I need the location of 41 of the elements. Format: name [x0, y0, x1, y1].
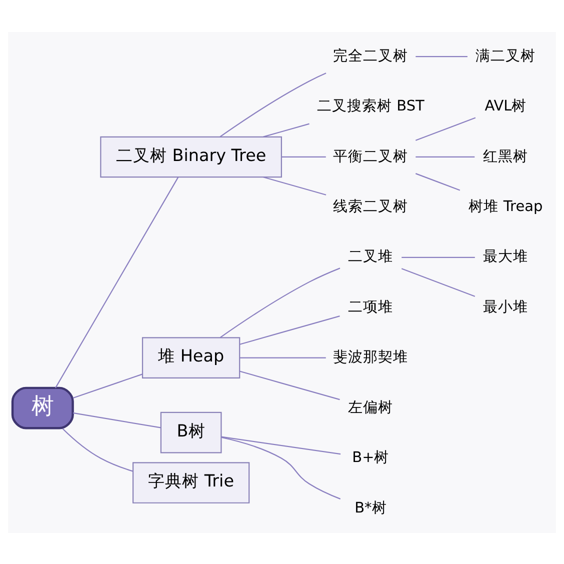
- node-text: 最小堆: [483, 298, 528, 315]
- connector: [415, 116, 476, 140]
- node-text: 满二叉树: [476, 48, 536, 64]
- connector: [221, 436, 341, 454]
- connector: [282, 156, 326, 158]
- node-box: B树: [160, 411, 222, 453]
- node-text: 树堆 Treap: [468, 198, 543, 214]
- node-text: 完全二叉树: [333, 48, 408, 64]
- node-text: 二叉搜索树 BST: [317, 98, 424, 114]
- node-text: B*树: [354, 500, 387, 516]
- connector: [240, 356, 326, 358]
- connector: [55, 176, 179, 388]
- connector: [220, 72, 326, 137]
- connector: [263, 176, 326, 195]
- node-box: 堆 Heap: [142, 336, 240, 378]
- node-text: 二项堆: [348, 298, 394, 315]
- node-box: 二叉树 Binary Tree: [100, 136, 282, 178]
- node-box: 字典树 Trie: [132, 462, 250, 503]
- connector: [415, 172, 460, 190]
- node-box: 树: [11, 386, 74, 429]
- node-text: 左偏树: [348, 399, 394, 416]
- node-text: 二叉堆: [348, 248, 394, 265]
- node-text: 红黑树: [483, 148, 528, 164]
- node-text: B+树: [352, 450, 390, 466]
- node-text: 平衡二叉树: [333, 148, 408, 164]
- node-text: 最大堆: [483, 248, 528, 265]
- connector: [220, 267, 340, 338]
- node-text: AVL树: [484, 98, 527, 114]
- node-text: 线索二叉树: [333, 198, 408, 214]
- node-text: 斐波那契堆: [333, 349, 408, 366]
- connector: [62, 428, 133, 472]
- connector: [263, 122, 310, 137]
- connector: [240, 370, 340, 400]
- connector: [416, 156, 475, 158]
- connector: [221, 436, 341, 499]
- connector: [240, 315, 340, 344]
- connector: [402, 256, 475, 258]
- connector: [72, 373, 143, 398]
- connector: [401, 268, 476, 296]
- connector: [416, 56, 468, 57]
- connector: [72, 412, 161, 428]
